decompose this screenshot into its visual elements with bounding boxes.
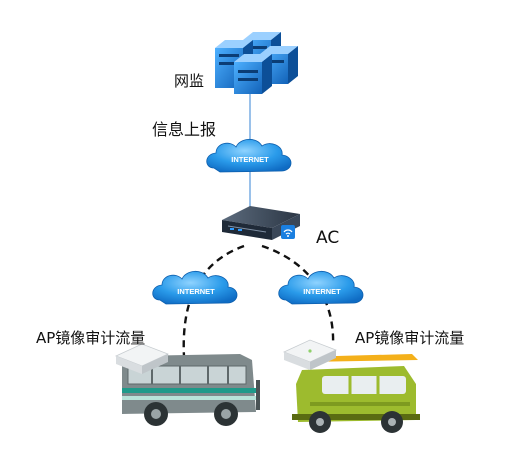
ap-mirror-label-left: AP镜像审计流量 xyxy=(36,329,146,347)
cloud-label-right: INTERNET xyxy=(303,287,341,296)
ap-mirror-label-right: AP镜像审计流量 xyxy=(355,329,465,347)
info-report-label: 信息上报 xyxy=(152,120,217,139)
cloud-label-top: INTERNET xyxy=(231,155,269,164)
access-point-icon-left xyxy=(114,343,170,374)
access-point-icon-right xyxy=(282,339,338,370)
internet-cloud-icon-right: INTERNET xyxy=(278,270,364,305)
bus-icon-left xyxy=(122,354,260,426)
dashed-link-left xyxy=(182,244,245,371)
server-cluster-icon xyxy=(215,32,298,94)
netmon-label: 网监 xyxy=(174,72,205,90)
cloud-label-left: INTERNET xyxy=(177,287,215,296)
ac-label: AC xyxy=(316,228,340,248)
wifi-icon xyxy=(281,225,295,239)
internet-cloud-icon-top: INTERNET xyxy=(206,138,292,173)
bus-icon-right xyxy=(292,366,420,433)
internet-cloud-icon-left: INTERNET xyxy=(152,270,238,305)
